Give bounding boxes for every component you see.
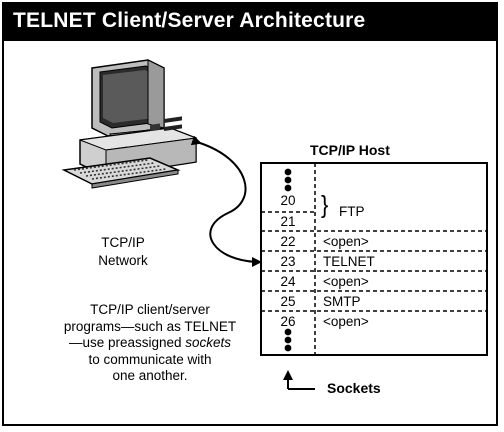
service-label-ftp: FTP: [339, 204, 365, 219]
host-title: TCP/IP Host: [310, 142, 390, 158]
diagram-frame: TELNET Client/Server Architecture: [2, 2, 498, 426]
port-number: 24: [280, 274, 296, 289]
connection-arrow: [190, 135, 262, 267]
diagram-title: TELNET Client/Server Architecture: [13, 9, 366, 32]
computer-icon: [61, 59, 197, 189]
port-number: 23: [280, 254, 296, 269]
ellipsis-dots-bottom: [284, 328, 292, 352]
port-number: 22: [280, 234, 296, 249]
network-label: TCP/IP Network: [98, 235, 148, 268]
sockets-label: Sockets: [327, 380, 381, 396]
service-label: <open>: [323, 314, 369, 329]
ellipsis-dots-top: [284, 168, 292, 192]
service-label: SMTP: [323, 294, 361, 309]
tcpip-host-box: [260, 162, 488, 356]
ftp-brace: }: [321, 190, 329, 219]
service-label: <open>: [323, 274, 369, 289]
port-number: 21: [280, 214, 296, 229]
port-number: 25: [280, 294, 296, 309]
description-text: TCP/IP client/server programs—such as TE…: [63, 302, 237, 383]
title-bar: TELNET Client/Server Architecture: [4, 4, 496, 41]
port-number: 20: [280, 193, 296, 208]
service-label: <open>: [323, 234, 369, 249]
port-number: 26: [280, 314, 296, 329]
service-label: TELNET: [323, 254, 375, 269]
